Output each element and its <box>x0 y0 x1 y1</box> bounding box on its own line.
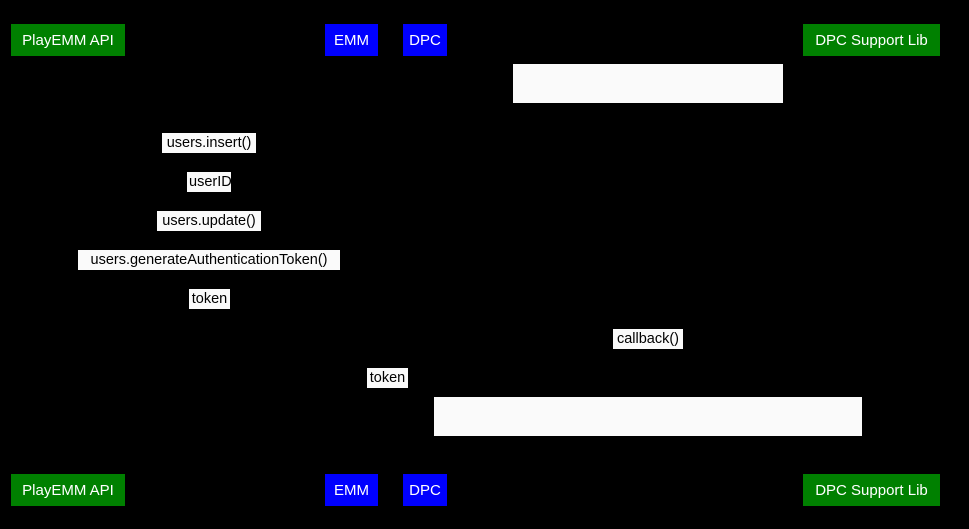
message-add-android-for-work-account-line1: androidForWorkAccountSupport <box>544 437 752 453</box>
lifeline-playemm <box>67 56 68 474</box>
message-token-to-emm[interactable]: token <box>189 289 230 309</box>
participant-header-dpc-label: DPC <box>409 31 441 49</box>
message-callback[interactable]: callback() <box>613 329 683 349</box>
participant-header-dpc[interactable]: DPC <box>403 24 447 56</box>
participant-footer-emm[interactable]: EMM <box>325 474 378 506</box>
message-ensure-working-environment[interactable]: androidForWorkAccountSupport .ensureWork… <box>513 64 783 177</box>
message-ensure-working-environment-line2: .ensureWorkingEnvironment(callback) <box>525 161 771 177</box>
participant-footer-emm-label: EMM <box>334 481 369 499</box>
message-users-generate-authentication-token[interactable]: users.generateAuthenticationToken() <box>78 250 340 270</box>
lifeline-dpc <box>424 56 425 474</box>
participant-header-dpc-support-lib-label: DPC Support Lib <box>815 31 928 49</box>
participant-footer-playemm-api[interactable]: PlayEMM API <box>11 474 125 506</box>
participant-footer-dpc-label: DPC <box>409 481 441 499</box>
participant-footer-dpc-support-lib[interactable]: DPC Support Lib <box>803 474 940 506</box>
participant-header-playemm-api-label: PlayEMM API <box>22 31 114 49</box>
participant-footer-dpc[interactable]: DPC <box>403 474 447 506</box>
message-add-android-for-work-account-line2: .addAndroidForWorkAccount(token, account… <box>454 494 842 510</box>
participant-header-playemm-api[interactable]: PlayEMM API <box>11 24 125 56</box>
message-users-update[interactable]: users.update() <box>157 211 261 231</box>
participant-header-emm[interactable]: EMM <box>325 24 378 56</box>
participant-footer-dpc-support-lib-label: DPC Support Lib <box>815 481 928 499</box>
lifeline-emm <box>351 56 352 474</box>
participant-header-dpc-support-lib[interactable]: DPC Support Lib <box>803 24 940 56</box>
message-ensure-working-environment-line1: androidForWorkAccountSupport <box>544 104 752 120</box>
participant-footer-playemm-api-label: PlayEMM API <box>22 481 114 499</box>
message-token-to-dpc[interactable]: token <box>367 368 408 388</box>
lifeline-dpclib <box>871 56 872 474</box>
message-users-insert[interactable]: users.insert() <box>162 133 256 153</box>
message-user-id[interactable]: userID <box>187 172 232 192</box>
message-add-android-for-work-account[interactable]: androidForWorkAccountSupport .addAndroid… <box>434 397 862 510</box>
participant-header-emm-label: EMM <box>334 31 369 49</box>
